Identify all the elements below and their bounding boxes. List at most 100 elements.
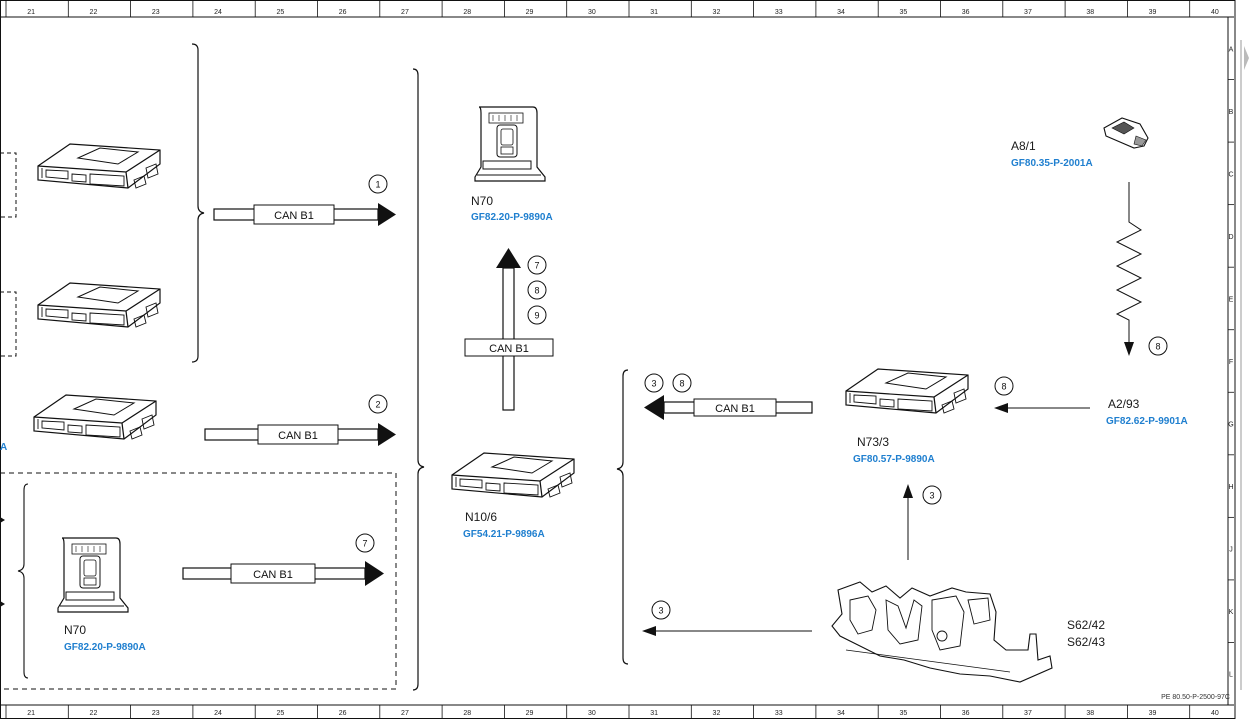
signal-number: 3 — [651, 379, 656, 389]
grid-column-label: 28 — [463, 9, 471, 16]
dashed-box-2 — [0, 291, 17, 357]
grid-column-label: 37 — [1024, 710, 1032, 717]
grid-column-label: 39 — [1149, 9, 1157, 16]
can-arrow-n73: CAN B1 3 8 — [644, 373, 813, 420]
n70-selector-upper — [474, 106, 546, 182]
can-bus-label: CAN B1 — [278, 430, 318, 442]
grid-column-label: 26 — [339, 9, 347, 16]
grid-column-label: 40 — [1211, 9, 1219, 16]
cut-off-reference: A — [0, 442, 7, 453]
signal-number: 1 — [375, 180, 380, 190]
control-unit-2 — [37, 282, 161, 328]
can-bus-label: CAN B1 — [274, 210, 314, 222]
signal-number: 3 — [658, 606, 663, 616]
grid-column-label: 23 — [152, 9, 160, 16]
signal-number: 2 — [375, 400, 380, 410]
control-unit-1 — [37, 143, 161, 189]
grid-column-label: 22 — [90, 710, 98, 717]
grid-column-label: 29 — [526, 9, 534, 16]
grid-column-label: 34 — [837, 9, 845, 16]
can-bus-label: CAN B1 — [489, 343, 529, 355]
grid-column-label: 36 — [962, 710, 970, 717]
drawing-frame: 2121222223232424252526262727282829293030… — [0, 0, 1236, 719]
grid-column-label: 29 — [526, 710, 534, 717]
a2-93-code: A2/93 — [1108, 397, 1140, 411]
grid-row-label: J — [1229, 547, 1233, 554]
can-bus-label: CAN B1 — [715, 403, 755, 415]
grid-row-label: F — [1229, 359, 1233, 366]
signal-number: 9 — [534, 311, 539, 321]
drawing-reference: PE 80.50-P-2500-97C — [1161, 694, 1230, 701]
n70-lower-code: N70 — [64, 623, 86, 637]
grid-row-label: H — [1228, 484, 1233, 491]
grid-column-label: 32 — [713, 710, 721, 717]
grid-column-label: 32 — [713, 9, 721, 16]
dashed-group-box — [0, 472, 397, 690]
n10-6-ref: GF54.21-P-9896A — [463, 529, 545, 540]
grid-row-label: B — [1229, 109, 1234, 116]
grid-column-label: 26 — [339, 710, 347, 717]
signal-number: 8 — [679, 379, 684, 389]
grid-column-label: 36 — [962, 9, 970, 16]
grid-column-label: 30 — [588, 710, 596, 717]
grid-column-label: 37 — [1024, 9, 1032, 16]
grid-column-label: 27 — [401, 710, 409, 717]
signal-number: 8 — [1001, 382, 1006, 392]
grid-row-label: E — [1229, 296, 1234, 303]
main-brace — [412, 68, 425, 691]
grid-column-label: 31 — [650, 9, 658, 16]
grid-row-label: K — [1229, 609, 1234, 616]
n70-upper-ref: GF82.20-P-9890A — [471, 212, 553, 223]
left-brace-3 — [17, 483, 29, 679]
n70-upper-code: N70 — [471, 194, 493, 208]
dashed-box-1 — [0, 152, 17, 218]
grid-column-label: 39 — [1149, 710, 1157, 717]
grid-column-label: 38 — [1086, 9, 1094, 16]
grid-column-label: 27 — [401, 9, 409, 16]
grid-column-label: 30 — [588, 9, 596, 16]
grid-column-label: 25 — [276, 9, 284, 16]
can-arrow-1: CAN B1 1 — [213, 174, 396, 226]
right-brace — [616, 369, 629, 665]
grid-row-label: L — [1229, 672, 1233, 679]
a2-93-ref: GF82.62-P-9901A — [1106, 416, 1188, 427]
n73-3-control-unit — [845, 368, 969, 414]
wireless-signal: 8 — [1115, 182, 1168, 356]
grid-row-label: D — [1228, 234, 1233, 241]
s62-left-signal: 3 — [642, 600, 812, 636]
grid-column-label: 31 — [650, 710, 658, 717]
can-arrow-2: CAN B1 2 — [204, 394, 396, 446]
a8-1-code: A8/1 — [1011, 139, 1036, 153]
grid-column-label: 21 — [27, 9, 35, 16]
can-arrow-7: CAN B1 7 — [182, 533, 384, 586]
s62-up-signal: 3 — [903, 484, 942, 560]
grid-column-label: 24 — [214, 9, 222, 16]
scroll-arrow-icon — [1244, 46, 1249, 70]
n73-3-code: N73/3 — [857, 435, 889, 449]
grid-column-label: 35 — [899, 710, 907, 717]
grid-column-label: 22 — [90, 9, 98, 16]
grid-column-label: 34 — [837, 710, 845, 717]
s62-43-code: S62/43 — [1067, 635, 1105, 649]
grid-column-label: 25 — [276, 710, 284, 717]
grid-row-label: G — [1228, 422, 1233, 429]
grid-column-label: 24 — [214, 710, 222, 717]
grid-column-label: 33 — [775, 710, 783, 717]
signal-number: 3 — [929, 491, 934, 501]
n10-6-code: N10/6 — [465, 510, 497, 524]
signal-number: 8 — [534, 286, 539, 296]
grid-column-label: 33 — [775, 9, 783, 16]
a2-93-signal: 8 — [994, 376, 1090, 413]
n70-lower-ref: GF82.20-P-9890A — [64, 642, 146, 653]
grid-column-label: 40 — [1211, 710, 1219, 717]
grid-row-label: A — [1229, 46, 1234, 53]
grid-column-label: 23 — [152, 710, 160, 717]
grid-column-label: 35 — [899, 9, 907, 16]
can-bus-label: CAN B1 — [253, 569, 293, 581]
signal-number: 8 — [1155, 342, 1160, 352]
grid-column-label: 21 — [27, 710, 35, 717]
n10-6-control-unit — [451, 452, 575, 498]
a8-1-ref: GF80.35-P-2001A — [1011, 158, 1093, 169]
grid-column-label: 28 — [463, 710, 471, 717]
